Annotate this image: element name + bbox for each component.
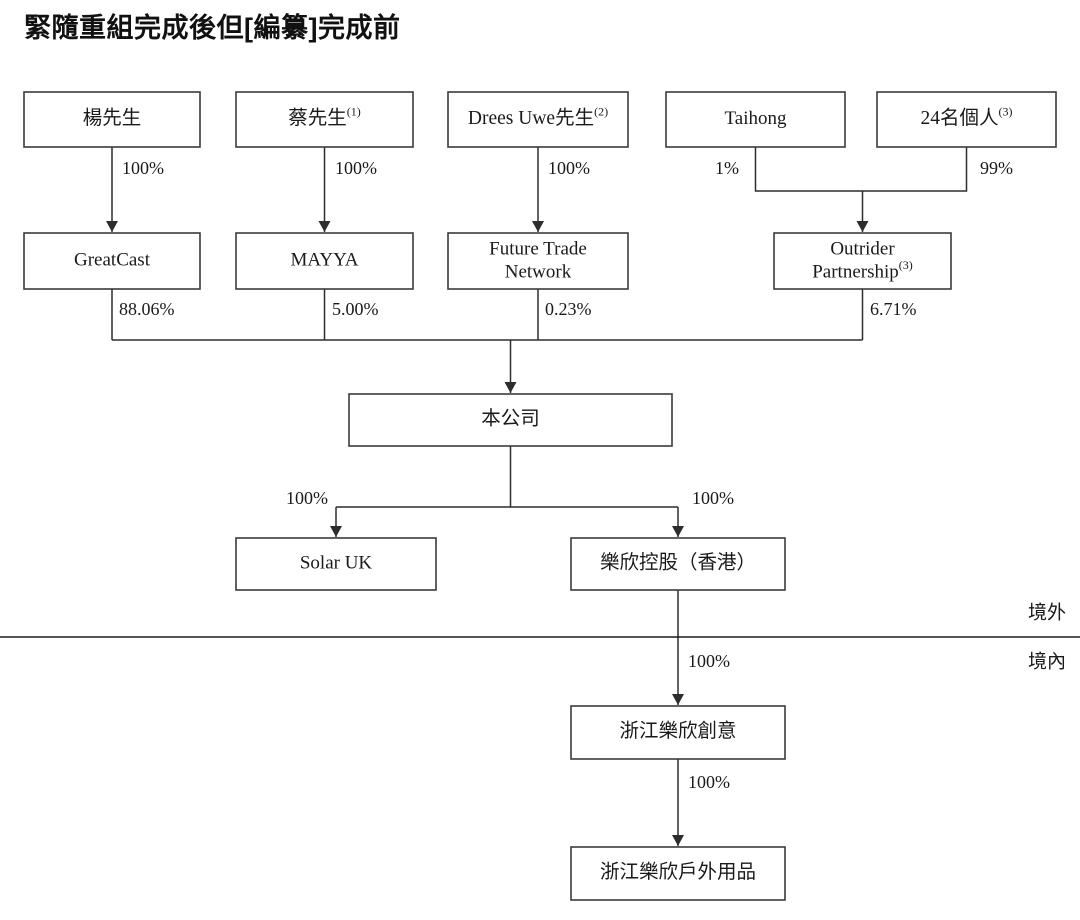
node-box-zjlxwp xyxy=(570,846,786,901)
arrow-head xyxy=(672,694,684,705)
edge-percent-yang-greatcast: 100% xyxy=(122,158,164,178)
node-individuals[interactable]: 24名個人(3) xyxy=(876,91,1057,148)
node-label-drees: Drees Uwe先生(2) xyxy=(468,104,608,129)
node-mayya[interactable]: MAYYA xyxy=(235,232,414,290)
node-box-mayya xyxy=(235,232,414,290)
node-taihong[interactable]: Taihong xyxy=(665,91,846,148)
node-label-mayya: MAYYA xyxy=(291,249,359,270)
arrow-head xyxy=(330,526,342,537)
node-label-outrider: Outrider xyxy=(830,238,895,259)
node-box-cai xyxy=(235,91,414,148)
edge-percent-lxhk-zjlxcy: 100% xyxy=(688,651,730,671)
node-box-lxhk xyxy=(570,537,786,591)
node-label-greatcast: GreatCast xyxy=(74,249,151,270)
node-label-cai: 蔡先生(1) xyxy=(288,104,361,129)
node-label-taihong: Taihong xyxy=(725,108,787,129)
edge-percent-individuals-outrider: 99% xyxy=(980,158,1013,178)
node-solaruk[interactable]: Solar UK xyxy=(235,537,437,591)
node-yang[interactable]: 楊先生 xyxy=(23,91,201,148)
node-label-lxhk: 樂欣控股（香港） xyxy=(600,551,756,573)
arrow-head xyxy=(532,221,544,232)
node-label-individuals: 24名個人(3) xyxy=(920,104,1012,129)
footnote-marker: (2) xyxy=(594,104,608,118)
edge-percent-outrider-company: 6.71% xyxy=(870,299,917,319)
edges-layer xyxy=(106,147,968,846)
node-box-outrider xyxy=(773,232,952,290)
footnote-marker: (3) xyxy=(899,258,913,272)
edge-percent-zjlxcy-zjlxwp: 100% xyxy=(688,772,730,792)
edge-percent-company-solaruk: 100% xyxy=(286,488,328,508)
node-drees[interactable]: Drees Uwe先生(2) xyxy=(447,91,629,148)
edge-percent-taihong-outrider: 1% xyxy=(715,158,739,178)
arrow-head xyxy=(672,835,684,846)
node-box-company xyxy=(348,393,673,447)
region-label-offshore: 境外 xyxy=(1028,601,1066,623)
node-lxhk[interactable]: 樂欣控股（香港） xyxy=(570,537,786,591)
node-box-ftn xyxy=(447,232,629,290)
node-zjlxwp[interactable]: 浙江樂欣戶外用品 xyxy=(570,846,786,901)
edge-taihong-individuals-bus xyxy=(754,147,968,192)
page-title: 緊隨重組完成後但[編纂]完成前 xyxy=(24,13,401,43)
edge-percent-company-lxhk: 100% xyxy=(692,488,734,508)
node-label-yang: 楊先生 xyxy=(83,107,142,129)
edge-percent-drees-ftn: 100% xyxy=(548,158,590,178)
node-box-zjlxcy xyxy=(570,705,786,760)
edge-percent-ftn-company: 0.23% xyxy=(545,299,592,319)
edge-percent-mayya-company: 5.00% xyxy=(332,299,379,319)
node-cai[interactable]: 蔡先生(1) xyxy=(235,91,414,148)
node-box-solaruk xyxy=(235,537,437,591)
footnote-marker: (1) xyxy=(347,104,361,118)
nodes-layer: 楊先生 蔡先生(1) Drees Uwe先生(2) Taihong 24名個人(3) Gr… xyxy=(23,91,1057,901)
node-label-zjlxcy: 浙江樂欣創意 xyxy=(619,720,736,742)
region-label-onshore: 境內 xyxy=(1028,650,1066,672)
node-company[interactable]: 本公司 xyxy=(348,393,673,447)
edge-percent-greatcast-company: 88.06% xyxy=(119,299,175,319)
node-label-solaruk: Solar UK xyxy=(300,552,373,573)
edge-labels-layer: 100% 100% 100% 1% 99% 88.06% 5.00% 0.23% 6.71% 10… xyxy=(119,158,1013,792)
node-box-greatcast xyxy=(23,232,201,290)
arrow-head xyxy=(504,382,517,393)
arrow-head xyxy=(672,526,684,537)
node-greatcast[interactable]: GreatCast xyxy=(23,232,201,290)
arrow-head xyxy=(318,221,331,232)
node-box-yang xyxy=(23,91,201,148)
arrow-head xyxy=(856,221,869,232)
node-label-company: 本公司 xyxy=(481,407,540,429)
arrow-head xyxy=(106,221,118,232)
node-box-taihong xyxy=(665,91,846,148)
node-zjlxcy[interactable]: 浙江樂欣創意 xyxy=(570,705,786,760)
node-box-drees xyxy=(447,91,629,148)
node-label-ftn: Network xyxy=(505,261,572,282)
footnote-marker: (3) xyxy=(999,104,1013,118)
node-label-zjlxwp: 浙江樂欣戶外用品 xyxy=(600,861,756,883)
edge-percent-cai-mayya: 100% xyxy=(335,158,377,178)
node-label-outrider: Partnership(3) xyxy=(812,258,913,283)
node-box-individuals xyxy=(876,91,1057,148)
node-label-ftn: Future Trade xyxy=(489,238,587,259)
